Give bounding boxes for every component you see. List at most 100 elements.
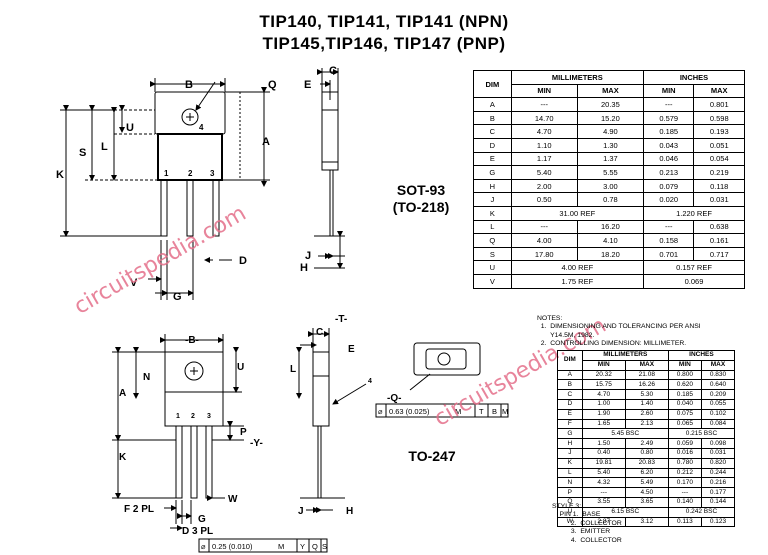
table-cell: 0.640 (700, 379, 736, 391)
table-cell: 0.701 (642, 246, 695, 262)
label-G: G (173, 291, 182, 303)
table-cell: 0.020 (642, 192, 695, 207)
tol2-d1: Y (300, 542, 305, 551)
th2-in-min: MIN (667, 359, 702, 371)
tol2-mod: M (278, 542, 284, 551)
sot93-side-view (314, 68, 345, 269)
label-bot-Y: -Y- (250, 438, 263, 449)
table-cell: 20.35 (576, 97, 644, 112)
table-cell: 0.209 (700, 389, 736, 400)
lead-3 (212, 179, 220, 237)
package-1-alt: (TO-218) (392, 199, 450, 215)
th2-mm: MILLIMETERS (581, 350, 669, 361)
label-U: U (126, 122, 134, 134)
note-1: 1. DIMENSIONING AND TOLERANCING PER ANSI (537, 323, 701, 331)
label-bot-B: -B- (185, 335, 199, 346)
th-in: INCHES (642, 70, 746, 85)
label-bot-K: K (119, 452, 127, 463)
table-cell: 16.20 (576, 219, 644, 235)
table-cell: A (557, 369, 583, 381)
table-cell: 0.031 (693, 192, 745, 207)
style-heading: STYLE 3: (552, 503, 582, 510)
tol1-diam: ⌀ (378, 407, 383, 416)
table-cell: 0.046 (642, 151, 695, 167)
table-cell: 0.215 BSC (667, 428, 736, 440)
to247-front-view (112, 334, 244, 531)
table-cell: 0.830 (700, 369, 736, 381)
th-dim: DIM (473, 69, 512, 99)
label-K: K (56, 169, 64, 181)
style-pin1: PIN 1. BASE (552, 511, 601, 519)
table-cell: H (473, 178, 512, 194)
side-body (321, 91, 339, 171)
table-cell: 0.579 (642, 110, 695, 126)
side-lead (329, 169, 334, 237)
table-row: L---16.20---0.638 (473, 219, 745, 235)
table-cell: 0.193 (693, 124, 745, 139)
notes-heading: NOTES: (537, 315, 563, 322)
table-cell: 0.157 REF (642, 260, 746, 275)
th2-mm-min: MIN (581, 359, 626, 371)
table-cell: 4.50 (624, 487, 669, 498)
style-pin3: 3. EMITTER (552, 528, 611, 536)
table-cell: 0.016 (667, 447, 702, 459)
label-bot-T: -T- (335, 314, 347, 325)
label-bot-L: L (290, 364, 296, 375)
title-line-2: TIP145,TIP146, TIP147 (PNP) (262, 34, 506, 53)
table-cell: 0.043 (642, 137, 695, 153)
table-cell: 1.90 (581, 408, 626, 420)
table-cell: 20.32 (581, 369, 626, 381)
table-cell: 0.140 (667, 496, 702, 508)
table-cell: S (473, 246, 512, 262)
label-bot-P: P (240, 427, 247, 438)
tol1-d1: T (479, 407, 484, 416)
label-bot-C: C (316, 327, 323, 338)
tol1-d2: B (492, 407, 497, 416)
to247-side-view (296, 328, 367, 513)
table-cell: Q (473, 233, 512, 248)
table-cell: N (557, 477, 583, 489)
table-cell: 1.75 REF (510, 273, 644, 289)
label-L: L (101, 141, 108, 153)
table-cell: 4.90 (576, 124, 644, 139)
table-cell: 0.244 (700, 467, 736, 479)
pin-1-label: 1 (164, 169, 169, 178)
table-cell: 0.079 (642, 178, 695, 194)
label-bot-U: U (237, 362, 244, 373)
table-cell: 0.161 (693, 233, 745, 248)
table-cell: 2.13 (624, 418, 669, 430)
table-cell: 0.213 (642, 165, 695, 180)
table-cell: 5.30 (624, 389, 669, 400)
table-cell: 0.820 (700, 457, 736, 469)
to247-lead-2 (190, 425, 198, 499)
table-cell: 5.40 (581, 467, 626, 479)
table-cell: 0.065 (667, 418, 702, 430)
lead-2 (186, 179, 194, 237)
label-E: E (304, 79, 311, 91)
table-cell: 2.00 (510, 178, 578, 194)
table-cell: 0.780 (667, 457, 702, 469)
table-cell: G (473, 165, 512, 180)
table-cell: D (557, 398, 583, 410)
table-cell: 4.00 REF (510, 260, 644, 275)
table-cell: U (473, 260, 512, 275)
label-bot-G: G (198, 514, 206, 525)
table-cell: P (557, 487, 583, 498)
table-cell: K (473, 205, 512, 221)
th-in-max: MAX (693, 83, 745, 99)
table-cell: C (473, 124, 512, 139)
table-cell: 0.069 (642, 273, 746, 289)
detail-outline (413, 342, 481, 376)
table-cell: 5.45 BSC (581, 428, 669, 440)
table-cell: 0.144 (700, 496, 736, 508)
table-cell: 4.10 (576, 233, 644, 248)
table-cell: 0.598 (693, 110, 745, 126)
to247-side-lead (317, 425, 322, 499)
table-cell: 0.054 (693, 151, 745, 167)
